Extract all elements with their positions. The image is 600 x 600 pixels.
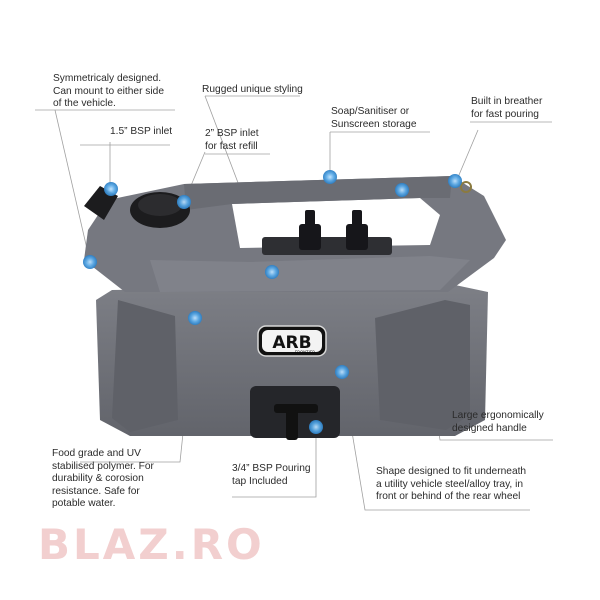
hotspot-symmetrical xyxy=(83,255,97,269)
handle-opening xyxy=(232,198,440,248)
hotspot-handle xyxy=(395,183,409,197)
label-bsp-2: 2” BSP inlet for fast refill xyxy=(205,128,259,152)
label-breather: Built in breather for fast pouring xyxy=(471,96,543,120)
watermark: BLAZ.RO xyxy=(38,520,265,569)
hotspot-tap xyxy=(309,420,323,434)
arb-logo xyxy=(257,325,327,357)
label-tap: 3/4” BSP Pouring tap Included xyxy=(232,463,311,487)
breather-fitting xyxy=(460,181,472,193)
label-symmetrical: Symmetricaly designed. Can mount to eith… xyxy=(53,73,164,109)
label-shape: Shape designed to fit underneath a utili… xyxy=(376,466,527,502)
storage-recess xyxy=(262,237,392,255)
label-handle: Large ergonomically designed handle xyxy=(452,410,544,434)
label-bsp-15: 1.5” BSP inlet xyxy=(110,126,173,137)
hotspot-polymer xyxy=(188,311,202,325)
hotspot-rugged xyxy=(265,265,279,279)
soap-dispensers xyxy=(299,210,368,250)
label-soap: Soap/Sanitiser or Sunscreen storage xyxy=(331,106,417,130)
arb-logo-text: ARB xyxy=(272,333,311,353)
hotspot-breather xyxy=(448,174,462,188)
label-rugged: Rugged unique styling xyxy=(202,84,303,95)
hotspot-soap xyxy=(323,170,337,184)
pouring-tap xyxy=(274,404,318,440)
hotspot-bsp-2 xyxy=(177,195,191,209)
hotspot-bsp-15 xyxy=(104,182,118,196)
hotspot-shape xyxy=(335,365,349,379)
hotspots xyxy=(83,170,462,434)
bsp-inlet-2-cap xyxy=(130,192,190,228)
arb-logo-subtext: FRONTIER xyxy=(295,350,315,355)
label-polymer: Food grade and UV stabilised polymer. Fo… xyxy=(52,448,154,509)
